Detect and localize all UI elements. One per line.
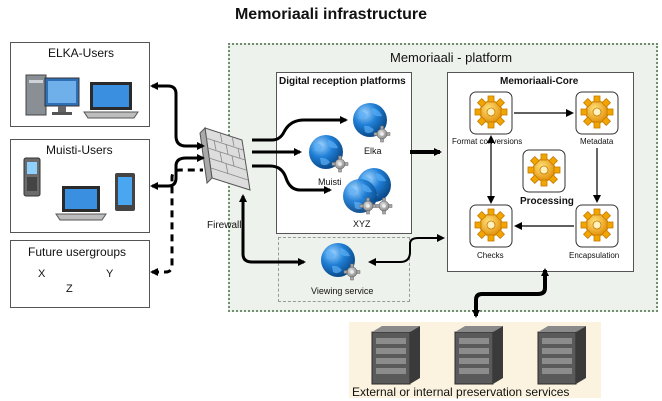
encapsulation-label: Encapsulation <box>569 251 620 260</box>
future-usergroups-label: Future usergroups <box>28 245 127 259</box>
elka-label: Elka <box>364 146 382 156</box>
server-icon-3 <box>537 326 586 385</box>
diagram-title: Memoriaali infrastructure <box>234 6 428 23</box>
muisti-users-label: Muisti-Users <box>46 143 113 157</box>
encapsulation-gear-icon <box>575 204 619 248</box>
firewall-label: Firewall <box>207 220 242 231</box>
processing-label: Processing <box>520 196 574 207</box>
future-letter-z: Z <box>66 283 73 295</box>
tablet-icon <box>115 173 135 211</box>
xyz-label: XYZ <box>353 219 371 229</box>
metadata-label: Metadata <box>580 137 614 146</box>
firewall-icon <box>199 126 251 191</box>
format-conversions-gear-icon <box>469 91 513 135</box>
elka-users-label: ELKA-Users <box>48 46 115 60</box>
reception-platforms-title: Digital reception platforms <box>279 76 406 87</box>
viewing-service-box <box>278 237 410 302</box>
platform-label: Memoriaali - platform <box>390 50 513 65</box>
laptop-icon <box>83 82 139 119</box>
viewing-service-label: Viewing service <box>311 286 374 296</box>
desktop-computer-icon <box>25 74 80 116</box>
future-letter-y: Y <box>106 268 114 280</box>
muisti-label: Muisti <box>318 177 342 187</box>
checks-gear-icon <box>469 204 513 248</box>
server-icon-1 <box>371 326 420 385</box>
processing-gear-icon <box>522 149 566 193</box>
metadata-gear-icon <box>575 91 619 135</box>
checks-label: Checks <box>477 251 504 260</box>
future-letter-x: X <box>38 268 46 280</box>
memoriaali-core-title: Memoriaali-Core <box>500 76 579 87</box>
laptop-icon-2 <box>55 186 107 221</box>
preservation-label: External or internal preservation servic… <box>352 385 570 399</box>
future-usergroups-box <box>10 240 150 308</box>
server-icon-2 <box>454 326 503 385</box>
mobile-phone-icon <box>23 157 41 197</box>
